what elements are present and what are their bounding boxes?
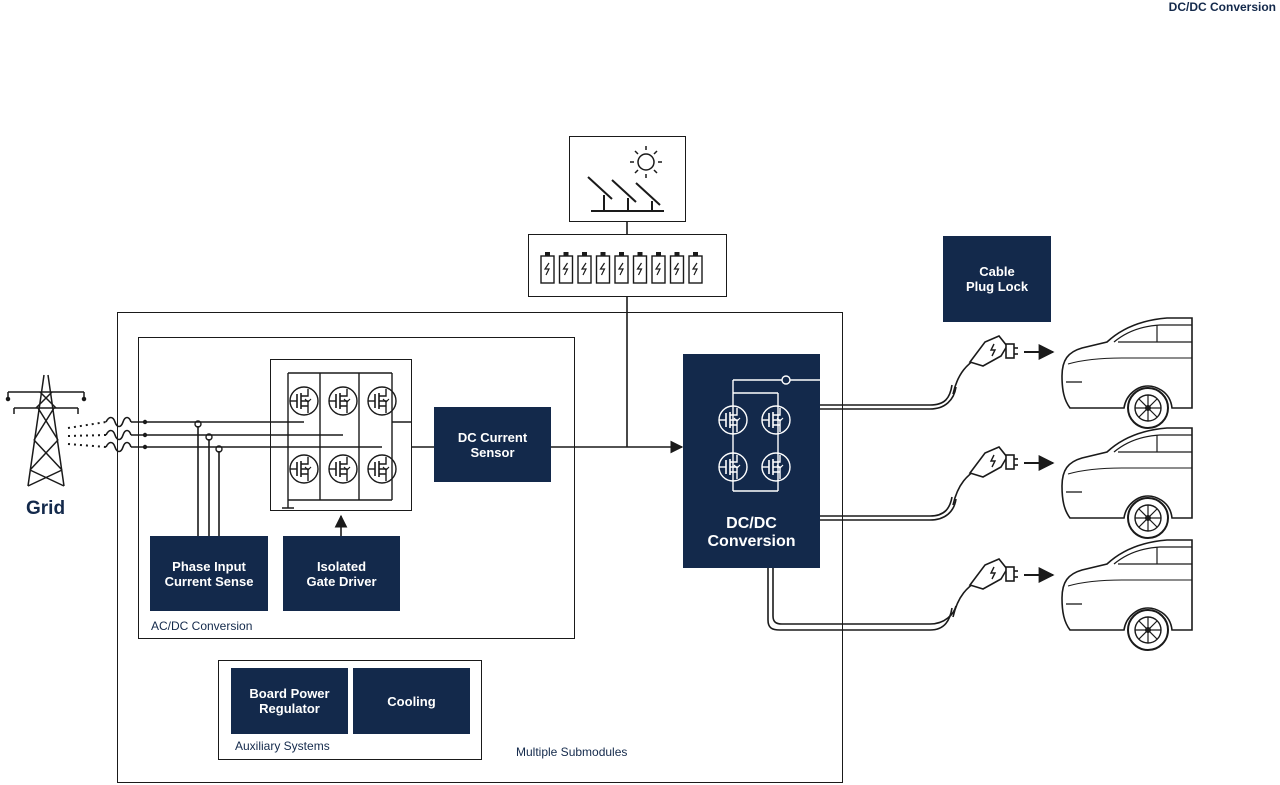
multiple-submodules-label: Multiple Submodules: [516, 745, 628, 759]
battery-cell-icon: [577, 252, 592, 284]
solar-panel-icon: [587, 176, 664, 212]
car-icon: [1061, 317, 1193, 429]
battery-cell-icon: [540, 252, 555, 284]
battery-cell-icon: [651, 252, 666, 284]
car-icon: [1061, 539, 1193, 651]
section-title: DC/DC Conversion: [1168, 0, 1276, 14]
battery-cell-icon: [595, 252, 611, 284]
cooling-block: Cooling: [353, 668, 470, 734]
board-power-regulator-block: Board Power Regulator: [231, 668, 348, 734]
isolated-gate-driver-block: Isolated Gate Driver: [283, 536, 400, 611]
dc-current-sensor-block: DC Current Sensor: [434, 407, 551, 482]
cable-plug-lock-block: Cable Plug Lock: [943, 236, 1051, 322]
grid-label: Grid: [26, 498, 66, 519]
acdc-conversion-box: [138, 337, 575, 639]
power-tower-icon: [5, 374, 87, 487]
battery-cell-icon: [669, 252, 685, 284]
battery-bank-box: [528, 234, 727, 297]
battery-cell-icon: [632, 252, 648, 284]
phase-input-current-sense-block: Phase Input Current Sense: [150, 536, 268, 611]
sun-icon: [630, 146, 662, 178]
battery-cell-icon: [688, 252, 703, 284]
auxiliary-systems-label: Auxiliary Systems: [235, 739, 330, 753]
solar-panel-box: [569, 136, 686, 222]
car-icon: [1061, 427, 1193, 539]
dcdc-conversion-block: [683, 354, 820, 568]
submodule-box: [117, 312, 843, 783]
battery-cell-icon: [614, 252, 629, 284]
battery-bank-icon: [540, 252, 703, 284]
auxiliary-systems-box: [218, 660, 482, 760]
acdc-conversion-label: AC/DC Conversion: [151, 619, 253, 633]
battery-cell-icon: [558, 252, 574, 284]
dcdc-conversion-label: DC/DC Conversion: [707, 515, 796, 550]
